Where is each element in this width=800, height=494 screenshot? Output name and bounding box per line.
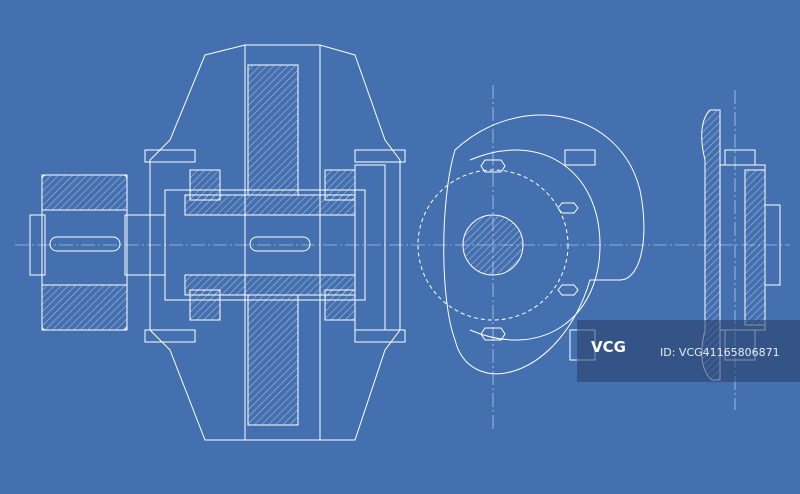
- watermark: VCG ID: VCG41165806871: [577, 320, 800, 382]
- side-view: [701, 109, 781, 381]
- watermark-id: ID: VCG41165806871: [660, 346, 780, 359]
- end-view: [417, 114, 645, 375]
- section-view: [29, 44, 406, 441]
- watermark-logo: VCG: [591, 338, 626, 356]
